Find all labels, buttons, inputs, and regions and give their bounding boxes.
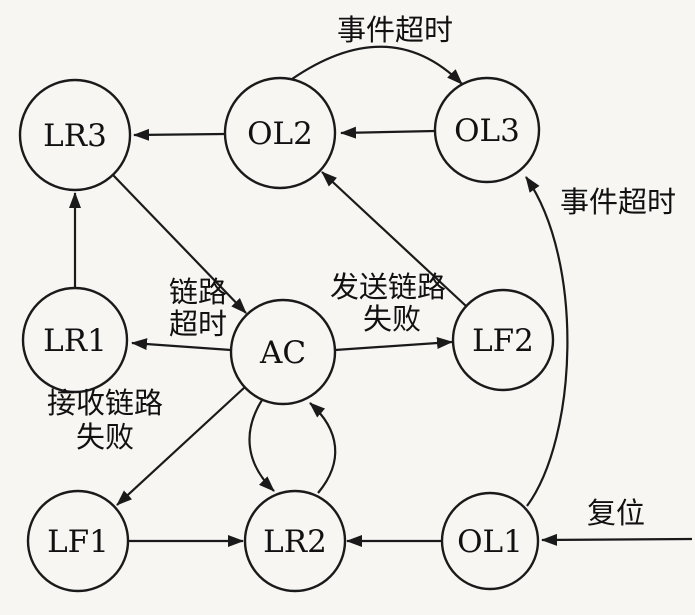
node-lr3-circle [18, 78, 132, 192]
edge-label-send-link-fail: 发送链路 失败 [330, 270, 446, 336]
node-lf1: LF1 [26, 489, 130, 593]
node-lr2-circle [243, 489, 347, 593]
edge-label-link-timeout: 链路 超时 [169, 275, 227, 341]
edge-label-send-link-fail-line1: 发送链路 [330, 270, 446, 304]
edge-label-reset: 复位 [587, 496, 645, 530]
edge-label-recv-link-fail: 接收链路 失败 [47, 386, 163, 454]
edge-ol2-to-ol3 [291, 45, 463, 85]
node-ol3-circle [433, 76, 541, 184]
node-ol1-label: OL1 [457, 524, 523, 560]
node-lr1-label: LR1 [43, 323, 107, 359]
node-lr2: LR2 [243, 489, 347, 593]
node-ol2: OL2 [223, 76, 337, 190]
edge-label-link-timeout-line2: 超时 [169, 307, 227, 341]
edge-lr2-to-ac [309, 402, 337, 494]
edge-ol2-to-lr3 [133, 128, 226, 141]
edge-ac-to-lf2 [334, 337, 453, 352]
edge-ac-to-lr1 [131, 338, 232, 352]
edge-label-recv-link-fail-line2: 失败 [76, 420, 134, 454]
node-lf2-circle [451, 288, 555, 392]
edge-label-event-timeout-top: 事件超时 [337, 13, 453, 47]
edge-reset-to-ol1 [541, 533, 693, 546]
node-lr1: LR1 [21, 286, 129, 394]
node-lf2-label: LF2 [472, 323, 534, 359]
edge-lr3-to-ac [112, 174, 247, 314]
edge-label-event-timeout-right: 事件超时 [560, 185, 676, 219]
node-lf1-circle [26, 489, 130, 593]
node-ol2-circle [223, 76, 337, 190]
node-ol3-label: OL3 [454, 113, 520, 149]
node-lr2-label: LR2 [263, 524, 327, 560]
edge-label-recv-link-fail-line1: 接收链路 [47, 386, 163, 420]
node-ac-circle [229, 298, 337, 406]
edge-ac-to-lr2 [248, 399, 275, 492]
edge-ol3-to-ol2 [340, 126, 436, 139]
node-ol2-label: OL2 [247, 116, 313, 152]
edge-ac-to-lf1 [116, 386, 246, 506]
node-ol1-circle [440, 491, 540, 591]
edge-ol1-to-ol3 [525, 176, 569, 507]
node-ac: AC [229, 298, 337, 406]
node-lf1-label: LF1 [47, 524, 109, 560]
node-lr3-label: LR3 [43, 118, 107, 154]
node-lr1-circle [21, 286, 129, 394]
node-ac-label: AC [259, 335, 306, 371]
edge-label-send-link-fail-line2: 失败 [363, 302, 421, 336]
edge-lf2-to-ol2 [321, 171, 467, 307]
node-lr3: LR3 [18, 78, 132, 192]
node-ol3: OL3 [433, 76, 541, 184]
edge-label-link-timeout-line1: 链路 [169, 275, 227, 309]
node-lf2: LF2 [451, 288, 555, 392]
node-ol1: OL1 [440, 491, 540, 591]
